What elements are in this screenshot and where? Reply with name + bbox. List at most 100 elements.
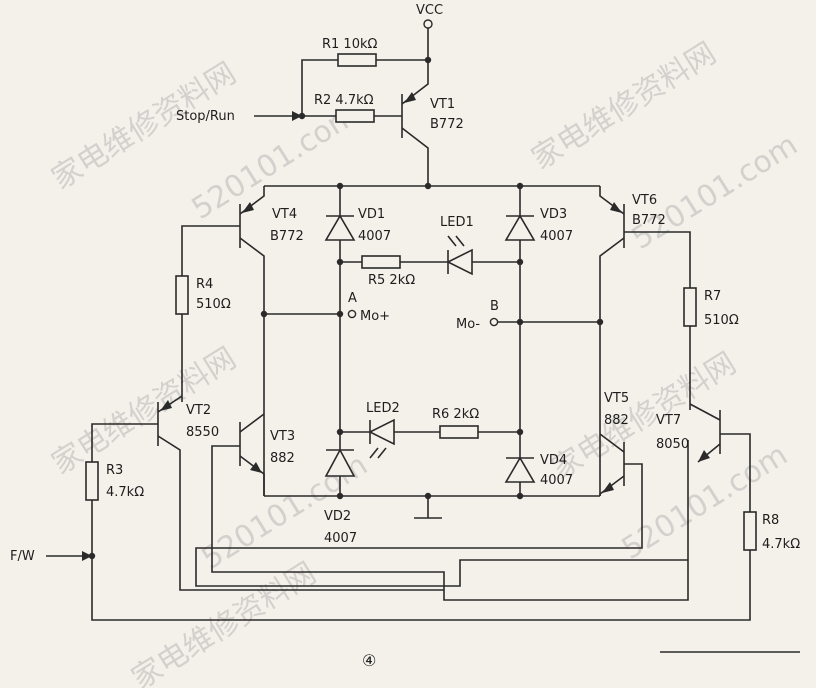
vd4-type: 4007 bbox=[540, 473, 573, 488]
vt4-collector-to-vt3 bbox=[239, 237, 265, 496]
vt7-arrow bbox=[698, 450, 710, 462]
led2-label: LED2 bbox=[366, 401, 400, 416]
vt6-type: B772 bbox=[632, 213, 666, 228]
vt2-type: 8550 bbox=[186, 425, 219, 440]
watermark-cn-1: 家电维修资料网 bbox=[46, 56, 243, 197]
vd1-type: 4007 bbox=[358, 229, 391, 244]
vt7-type: 8050 bbox=[656, 437, 689, 452]
vd1-label: VD1 bbox=[358, 207, 385, 222]
r3-label: R3 bbox=[106, 463, 123, 478]
vt5-label: VT5 bbox=[604, 391, 629, 406]
node-b-label: B bbox=[490, 299, 499, 314]
vt6-label: VT6 bbox=[632, 193, 657, 208]
led2-light-rays bbox=[369, 447, 387, 459]
vt7-label: VT7 bbox=[656, 413, 681, 428]
r4-label: R4 bbox=[196, 277, 213, 292]
vt3-section: VT3 882 bbox=[211, 413, 689, 601]
top-rail-junction-vt1 bbox=[424, 182, 432, 190]
vt2-arrow bbox=[160, 400, 172, 411]
vt3-base-cross-wire bbox=[211, 440, 689, 601]
vt2-collector-wire bbox=[157, 435, 444, 591]
r7-label: R7 bbox=[704, 289, 721, 304]
led2-diode bbox=[368, 418, 395, 446]
r4-value: 510Ω bbox=[196, 297, 231, 312]
vt4-label: VT4 bbox=[272, 207, 297, 222]
upper-diodes: VD1 4007 VD3 4007 R5 2kΩ LED1 bbox=[324, 186, 573, 496]
vt3-type: 882 bbox=[270, 451, 295, 466]
r7-resistor bbox=[683, 287, 697, 327]
vt1-collector bbox=[401, 127, 429, 186]
r5-resistor bbox=[361, 255, 401, 269]
r6-right-junction bbox=[516, 428, 524, 436]
watermark-cn-2: 家电维修资料网 bbox=[526, 36, 723, 177]
r1-label: R1 10kΩ bbox=[322, 37, 378, 52]
vt1-arrow bbox=[404, 92, 416, 103]
vt4-base-wire bbox=[181, 225, 240, 276]
vt5-collector bbox=[599, 433, 625, 453]
vt3-label: VT3 bbox=[270, 429, 295, 444]
vd2-label: VD2 bbox=[324, 509, 351, 524]
r4-resistor bbox=[175, 275, 189, 315]
led1-right-junction bbox=[516, 258, 524, 266]
vt1-section: VCC R1 10kΩ Stop/Run R2 4.7kΩ VT1 B772 bbox=[176, 3, 464, 186]
fw-arrow bbox=[82, 551, 92, 561]
motor-terminals: A Mo+ B Mo- bbox=[260, 291, 604, 332]
node-a-junction bbox=[336, 310, 344, 318]
r5-label: R5 2kΩ bbox=[368, 273, 415, 288]
vd2-type: 4007 bbox=[324, 531, 357, 546]
lower-diodes: R6 2kΩ LED2 VD2 4007 VD4 4007 bbox=[324, 401, 573, 546]
vt2-base-wire bbox=[91, 423, 158, 462]
vt4-arrow bbox=[242, 202, 254, 213]
r3-value: 4.7kΩ bbox=[106, 485, 144, 500]
vt1-emitter bbox=[401, 60, 429, 105]
vt5-type: 882 bbox=[604, 413, 629, 428]
ground-symbol bbox=[414, 496, 442, 519]
stop-run-arrow bbox=[292, 111, 302, 121]
vt4-type: B772 bbox=[270, 229, 304, 244]
fw-label: F/W bbox=[10, 549, 35, 564]
r8-resistor bbox=[743, 511, 757, 551]
mo-minus-label: Mo- bbox=[456, 317, 480, 332]
vd4-label: VD4 bbox=[540, 453, 567, 468]
mo-minus-terminal bbox=[489, 317, 499, 327]
r6-label: R6 2kΩ bbox=[432, 407, 479, 422]
vt5-emitter bbox=[599, 475, 625, 496]
node-a-label: A bbox=[348, 291, 357, 306]
vt7-section: VT7 8050 R8 4.7kΩ bbox=[656, 403, 800, 653]
vt1-type: B772 bbox=[430, 117, 464, 132]
r7-value: 510Ω bbox=[704, 313, 739, 328]
r1-resistor bbox=[337, 53, 377, 67]
r2-label: R2 4.7kΩ bbox=[314, 93, 374, 108]
r1-left-wire bbox=[301, 59, 338, 116]
vt2-section: VT2 8550 R3 4.7kΩ F/W bbox=[10, 395, 751, 621]
r3-bottom-wire bbox=[91, 500, 751, 621]
vt5-base-cross-wire bbox=[195, 463, 688, 587]
vcc-label: VCC bbox=[416, 3, 443, 18]
r2-resistor bbox=[335, 109, 375, 123]
watermark-cn-5: 家电维修资料网 bbox=[126, 556, 323, 688]
stop-run-label: Stop/Run bbox=[176, 109, 235, 124]
vd3-diode bbox=[504, 214, 536, 241]
led1-light-rays bbox=[447, 235, 465, 247]
vt5-arrow bbox=[602, 482, 614, 493]
node-b-right-junction bbox=[596, 318, 604, 326]
vd2-diode bbox=[324, 448, 356, 477]
vd4-diode bbox=[504, 456, 536, 483]
vt3-collector bbox=[239, 413, 265, 433]
vt6-arrow bbox=[610, 202, 622, 213]
figure-number: ④ bbox=[362, 651, 376, 670]
mo-plus-terminal bbox=[347, 309, 357, 319]
vt6-base-wire bbox=[624, 231, 691, 288]
vt2-label: VT2 bbox=[186, 403, 211, 418]
vt1-label: VT1 bbox=[430, 97, 455, 112]
vt3-arrow bbox=[250, 462, 262, 473]
vcc-terminal bbox=[423, 19, 433, 29]
vt6-collector-to-vt5 bbox=[599, 237, 625, 496]
vd3-type: 4007 bbox=[540, 229, 573, 244]
vt3-emitter bbox=[239, 455, 265, 496]
r3-resistor bbox=[85, 461, 99, 501]
watermark-cn-3: 家电维修资料网 bbox=[46, 341, 243, 482]
led1-label: LED1 bbox=[440, 215, 474, 230]
vd1-diode bbox=[324, 214, 356, 241]
